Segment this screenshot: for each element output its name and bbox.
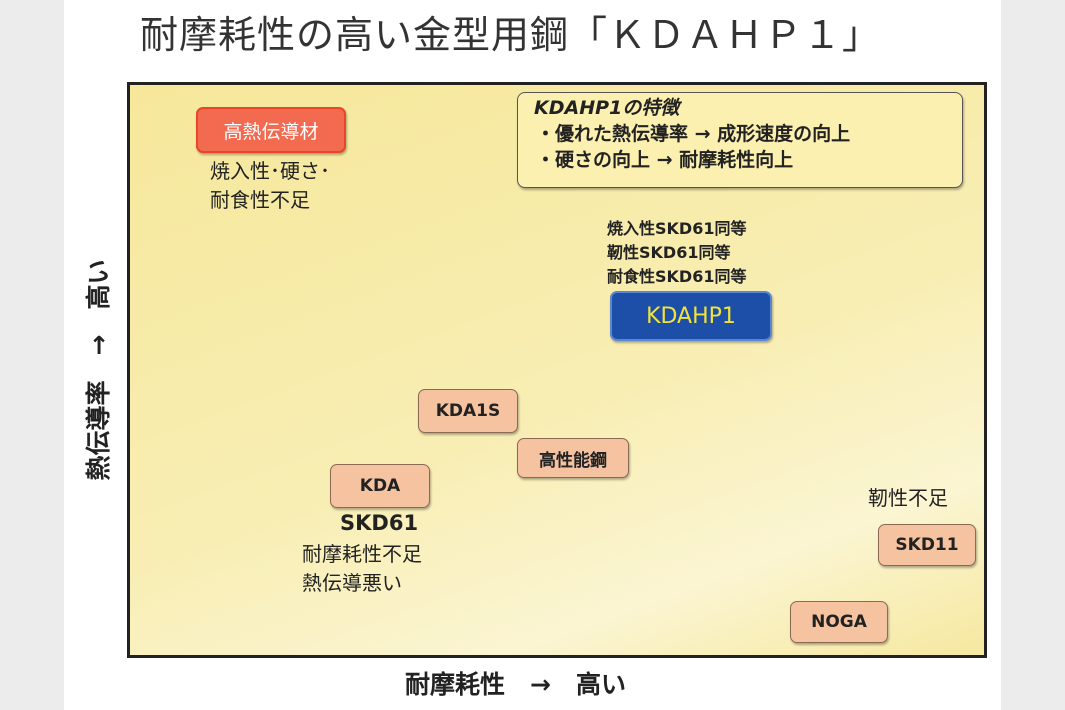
skd11-note: 靭性不足 (868, 486, 948, 510)
skd61-label: SKD61 (340, 511, 419, 535)
feature-item: ・硬さの向上 → 耐摩耗性向上 (536, 149, 794, 171)
note-line: 耐食性SKD61同等 (607, 267, 747, 286)
features-box: KDAHP1の特徴 ・優れた熱伝導率 → 成形速度の向上 ・硬さの向上 → 耐摩… (517, 92, 963, 188)
note-line: 焼入性･硬さ･ (210, 159, 330, 183)
high-thermal-box: 高熱伝導材 (196, 107, 346, 153)
kda1s-box: KDA1S (418, 389, 518, 433)
high-performance-steel-box: 高性能鋼 (517, 438, 629, 478)
skd11-box: SKD11 (878, 524, 976, 566)
feature-item: ・優れた熱伝導率 → 成形速度の向上 (536, 123, 851, 145)
x-axis-label: 耐摩耗性 → 高い (405, 670, 626, 699)
note-line: 耐食性不足 (210, 188, 310, 212)
noga-box: NOGA (790, 601, 888, 643)
high-thermal-note: 焼入性･硬さ･ 耐食性不足 (210, 157, 330, 215)
note-line: 焼入性SKD61同等 (607, 219, 747, 238)
y-axis-label: 熱伝導率 → 高い (84, 259, 113, 481)
features-heading: KDAHP1の特徴 (534, 97, 680, 119)
note-line: 靭性SKD61同等 (607, 243, 731, 262)
kda-box: KDA (330, 464, 430, 508)
slide-title: 耐摩耗性の高い金型用鋼「ＫＤＡＨＰ１」 (140, 13, 882, 57)
kdahp1-box: KDAHP1 (610, 291, 772, 341)
note-line: 耐摩耗性不足 (302, 542, 422, 566)
kdahp1-note: 焼入性SKD61同等 靭性SKD61同等 耐食性SKD61同等 (607, 217, 746, 289)
skd61-note: 耐摩耗性不足 熱伝導悪い (302, 540, 422, 598)
note-line: 熱伝導悪い (302, 571, 402, 595)
